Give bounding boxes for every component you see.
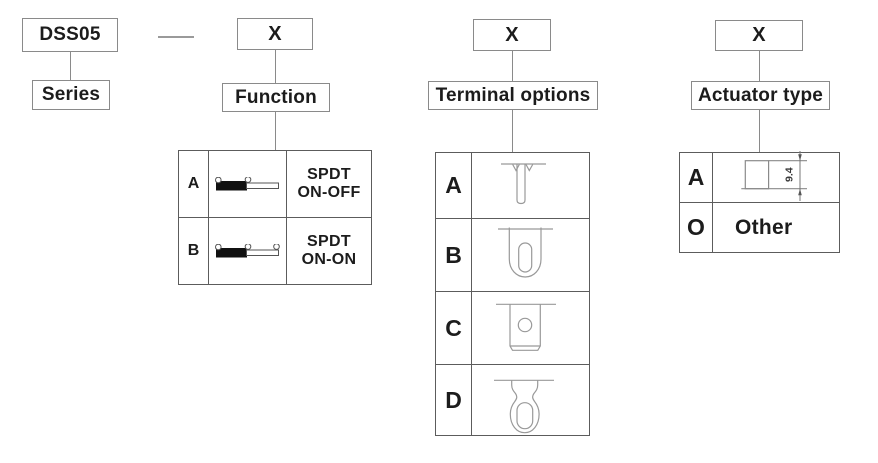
terminal-row-a-key: A <box>445 172 462 198</box>
function-row-b-desc: SPDT ON-ON <box>286 217 371 284</box>
terminal-row-b-key: B <box>436 218 471 291</box>
function-row-b-key: B <box>179 217 208 284</box>
terminal-row-c-key: C <box>436 291 471 364</box>
flat-terminal-round-hole-icon <box>471 291 589 364</box>
solder-lug-terminal-icon <box>471 218 589 291</box>
actuator-type-table: A 9.4 O Other <box>679 151 840 253</box>
actuator-row-o-key: O <box>680 202 712 252</box>
connector-function-top <box>275 50 276 83</box>
connector-actuator-table <box>759 110 760 152</box>
part-number-separator-dash <box>158 36 194 38</box>
actuator-code-placeholder-box: X <box>715 20 803 51</box>
terminal-options-label: Terminal options <box>428 81 598 110</box>
function-b-desc-line1: SPDT <box>307 233 351 251</box>
notched-lug-terminal-icon <box>471 364 589 435</box>
actuator-type-label: Actuator type <box>691 81 830 110</box>
connector-actuator-top <box>759 51 760 81</box>
function-code-placeholder-box: X <box>237 18 313 50</box>
straight-pcb-pin-terminal-icon <box>471 153 589 218</box>
connector-series <box>70 52 71 80</box>
connector-function-table <box>275 112 276 150</box>
function-row-a-desc: SPDT ON-OFF <box>286 151 371 217</box>
spdt-on-on-switch-icon <box>208 217 286 284</box>
function-options-table: A SPDT ON-OFF B <box>178 150 372 285</box>
terminal-row-d-key: D <box>436 364 471 435</box>
connector-terminal-top <box>512 51 513 81</box>
function-a-desc-line1: SPDT <box>307 166 351 184</box>
connector-terminal-table <box>512 110 513 152</box>
spdt-on-off-switch-icon <box>208 151 286 217</box>
function-label: Function <box>222 83 330 112</box>
series-code-box: DSS05 <box>22 18 118 52</box>
actuator-dimension-drawing-icon: 9.4 <box>712 151 839 202</box>
function-row-a-key: A <box>187 175 200 192</box>
series-label: Series <box>32 80 110 110</box>
function-b-desc-line2: ON-ON <box>301 251 357 268</box>
actuator-row-a-key: A <box>687 164 705 190</box>
terminal-options-table: A B C D <box>435 152 590 436</box>
terminal-code-placeholder-box: X <box>473 19 551 51</box>
actuator-row-o-text: Other <box>712 202 839 252</box>
actuator-height-dimension-text: 9.4 <box>783 167 795 182</box>
function-a-desc-line2: ON-OFF <box>297 184 361 201</box>
